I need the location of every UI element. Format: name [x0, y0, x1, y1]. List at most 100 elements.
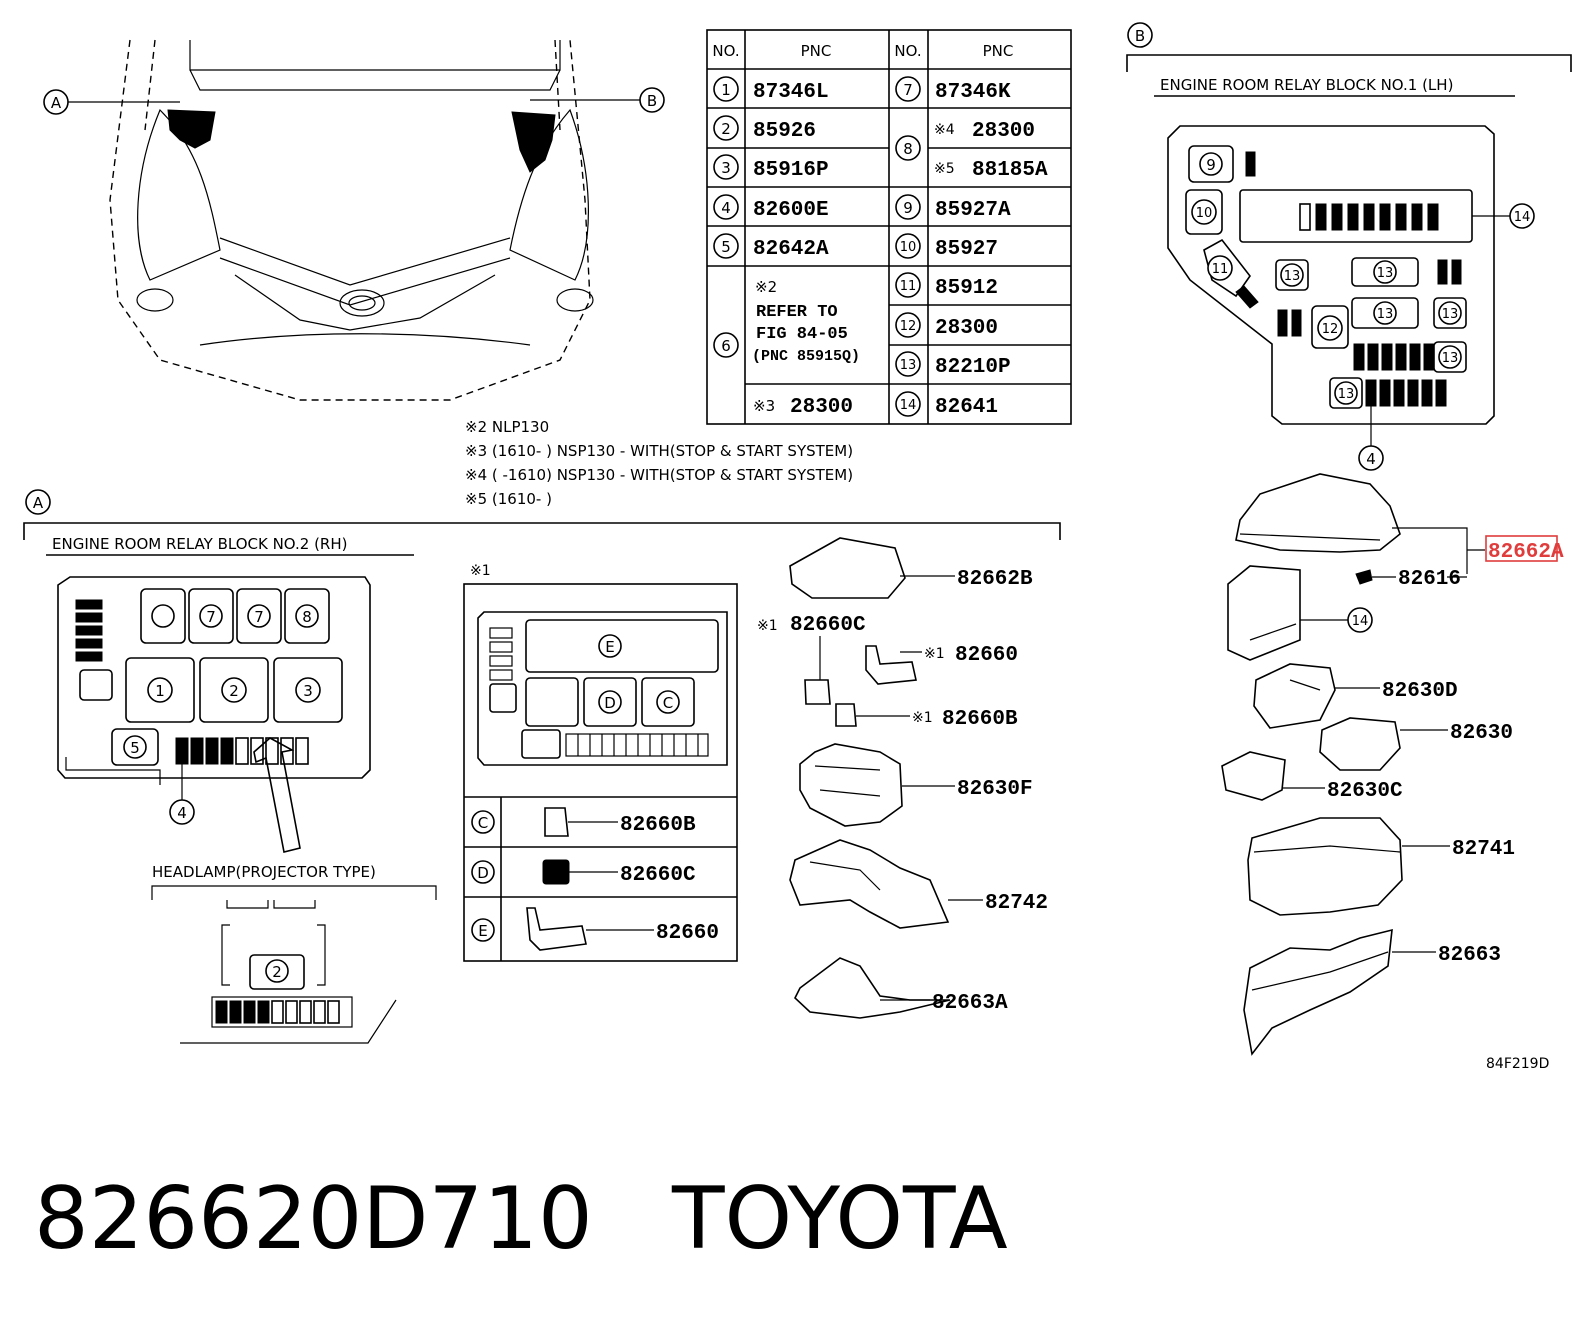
inset-row-c: C 82660B [471, 807, 696, 837]
svg-text:82742: 82742 [985, 892, 1048, 915]
part-82660b: ※1 82660B [835, 703, 1018, 731]
svg-text:12: 12 [900, 319, 917, 334]
svg-text:87346K: 87346K [935, 81, 1011, 104]
svg-text:5: 5 [721, 238, 731, 256]
svg-text:9: 9 [903, 199, 913, 217]
section-a-title: ENGINE ROOM RELAY BLOCK NO.2 (RH) [52, 535, 348, 553]
part-82630f: 82630F [799, 743, 1033, 827]
svg-text:※4: ※4 [934, 122, 955, 138]
svg-text:(PNC 85915Q): (PNC 85915Q) [752, 348, 860, 365]
svg-text:85927: 85927 [935, 238, 998, 261]
svg-text:85926: 85926 [753, 120, 816, 143]
svg-text:82663A: 82663A [932, 992, 1008, 1015]
svg-text:1: 1 [155, 682, 165, 700]
part-82660: ※1 82660 [865, 644, 1018, 685]
svg-text:C: C [663, 694, 673, 712]
svg-text:9: 9 [1206, 156, 1216, 174]
caption-part-number: 826620D710 [34, 1169, 593, 1269]
svg-text:82616: 82616 [1398, 568, 1461, 591]
svg-text:82210P: 82210P [935, 356, 1011, 379]
svg-text:82660B: 82660B [620, 814, 696, 837]
svg-text:E: E [605, 638, 614, 656]
svg-text:11: 11 [1212, 262, 1229, 277]
svg-text:※3: ※3 [753, 397, 775, 415]
svg-text:8: 8 [903, 140, 913, 158]
svg-text:PNC: PNC [983, 42, 1014, 60]
svg-text:87346L: 87346L [753, 81, 829, 104]
part-82742: 82742 [789, 839, 1048, 929]
pnc-row-1: 1 87346L [713, 76, 829, 104]
part-82660c: ※1 82660C [757, 614, 866, 705]
svg-text:10: 10 [1196, 206, 1213, 221]
section-b-title: ENGINE ROOM RELAY BLOCK NO.1 (LH) [1160, 76, 1453, 94]
inset-row-d: D 82660C [471, 859, 696, 887]
svg-text:※3 (1610- ) NSP130 - WIT: ※3 (1610- ) NSP130 - WITH(STOP & START S… [465, 442, 853, 460]
svg-text:8: 8 [302, 608, 312, 626]
svg-text:14: 14 [1352, 614, 1369, 629]
callout-a-vehicle: A [43, 89, 180, 115]
svg-text:※1: ※1 [470, 563, 491, 579]
svg-text:2: 2 [229, 682, 239, 700]
pnc-row-2: 2 85926 [713, 115, 816, 143]
svg-text:82642A: 82642A [753, 238, 829, 261]
relay-block-no1-top-view: 9 10 14 11 13 [1167, 125, 1535, 471]
svg-text:13: 13 [1338, 387, 1355, 402]
part-82741: 82741 [1247, 817, 1515, 916]
svg-text:7: 7 [206, 608, 216, 626]
svg-text:82741: 82741 [1452, 838, 1515, 861]
svg-text:82660: 82660 [656, 922, 719, 945]
svg-text:NO.: NO. [894, 42, 921, 60]
svg-text:28300: 28300 [972, 120, 1035, 143]
pnc-row-8: 8 ※4 28300 ※5 88185A [895, 120, 1048, 182]
pnc-row-9: 9 85927A [895, 194, 1011, 222]
svg-text:11: 11 [900, 279, 917, 294]
headlamp-label: HEADLAMP(PROJECTOR TYPE) [152, 863, 376, 881]
relay-block-no2-top-view: 7 7 8 1 2 3 5 [57, 576, 371, 853]
svg-text:※1: ※1 [924, 646, 945, 662]
caption-brand: TOYOTA [671, 1169, 1008, 1269]
svg-text:13: 13 [1442, 351, 1459, 366]
svg-text:4: 4 [721, 199, 731, 217]
svg-text:13: 13 [1284, 269, 1301, 284]
svg-text:2: 2 [272, 963, 282, 981]
svg-text:85916P: 85916P [753, 159, 829, 182]
svg-text:※1: ※1 [757, 618, 778, 634]
pnc-row-12: 12 28300 [895, 312, 998, 340]
section-b: B ENGINE ROOM RELAY BLOCK NO.1 (LH) 9 10 [1126, 22, 1572, 1056]
part-82662b: 82662B [789, 537, 1033, 599]
figure-code: 84F219D [1486, 1056, 1549, 1072]
pnc-row-10: 10 85927 [895, 233, 998, 261]
svg-text:82660C: 82660C [790, 614, 866, 637]
svg-text:14: 14 [1514, 210, 1531, 225]
svg-text:82641: 82641 [935, 396, 998, 419]
svg-text:88185A: 88185A [972, 159, 1048, 182]
svg-text:C: C [478, 814, 488, 832]
svg-text:4: 4 [177, 804, 187, 822]
callout-b-vehicle: B [530, 87, 665, 113]
svg-text:D: D [477, 864, 489, 882]
svg-text:13: 13 [900, 358, 917, 373]
svg-text:※1: ※1 [912, 710, 933, 726]
svg-text:82630C: 82630C [1327, 780, 1403, 803]
svg-text:10: 10 [900, 240, 917, 255]
part-82616: 82616 [1355, 568, 1467, 591]
inset-row-e: E 82660 [471, 907, 719, 951]
footnotes: ※2 NLP130 ※3 (1610- ) NSP130 - WITH(STOP… [465, 418, 853, 508]
part-82663a: 82663A [794, 957, 1008, 1019]
svg-text:12: 12 [1322, 322, 1339, 337]
svg-text:28300: 28300 [790, 396, 853, 419]
svg-text:※2 NLP130: ※2 NLP130 [465, 418, 549, 436]
svg-text:※5: ※5 [934, 161, 955, 177]
svg-text:13: 13 [1377, 307, 1394, 322]
svg-text:A: A [33, 494, 44, 512]
inset-box: ※1 E D C [463, 563, 738, 962]
svg-text:E: E [478, 922, 487, 940]
section-a: A ENGINE ROOM RELAY BLOCK NO.2 (RH) 7 7 [23, 489, 1061, 1044]
svg-text:3: 3 [721, 159, 731, 177]
svg-text:7: 7 [903, 81, 913, 99]
svg-text:B: B [1135, 27, 1145, 45]
svg-text:14: 14 [900, 398, 917, 413]
svg-text:82660B: 82660B [942, 708, 1018, 731]
part-label-highlighted: 82662A [1488, 541, 1564, 564]
